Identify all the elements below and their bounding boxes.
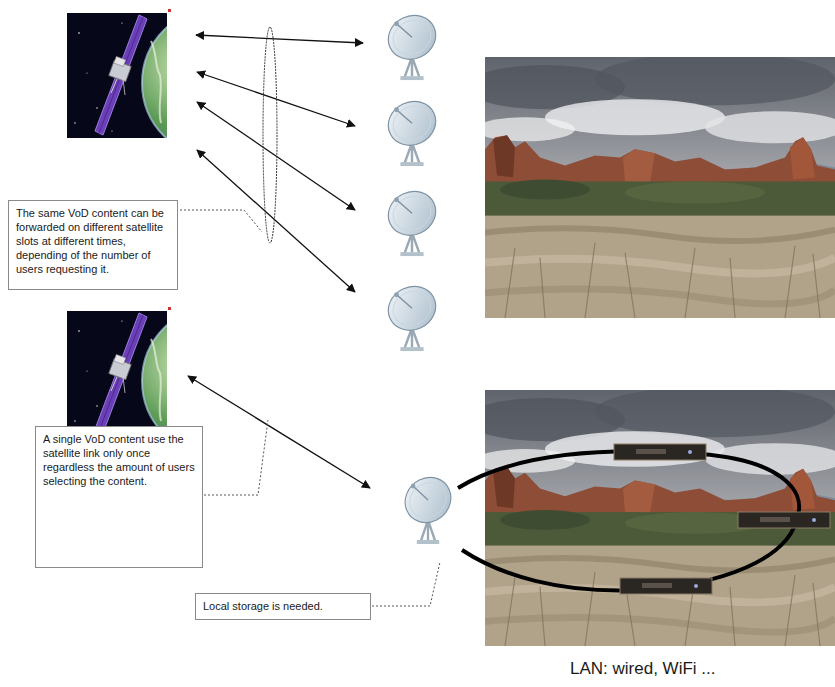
callout-box: The same VoD content can be forwarded on…: [8, 200, 178, 290]
lan-label: LAN: wired, WiFi ...: [570, 659, 715, 679]
callout-box: Local storage is needed.: [195, 593, 371, 620]
callout-box: A single VoD content use the satellite l…: [35, 426, 203, 568]
callout-text: A single VoD content use the satellite l…: [43, 432, 195, 488]
callout-text: The same VoD content can be forwarded on…: [16, 206, 170, 276]
callout-text: Local storage is needed.: [203, 599, 363, 613]
